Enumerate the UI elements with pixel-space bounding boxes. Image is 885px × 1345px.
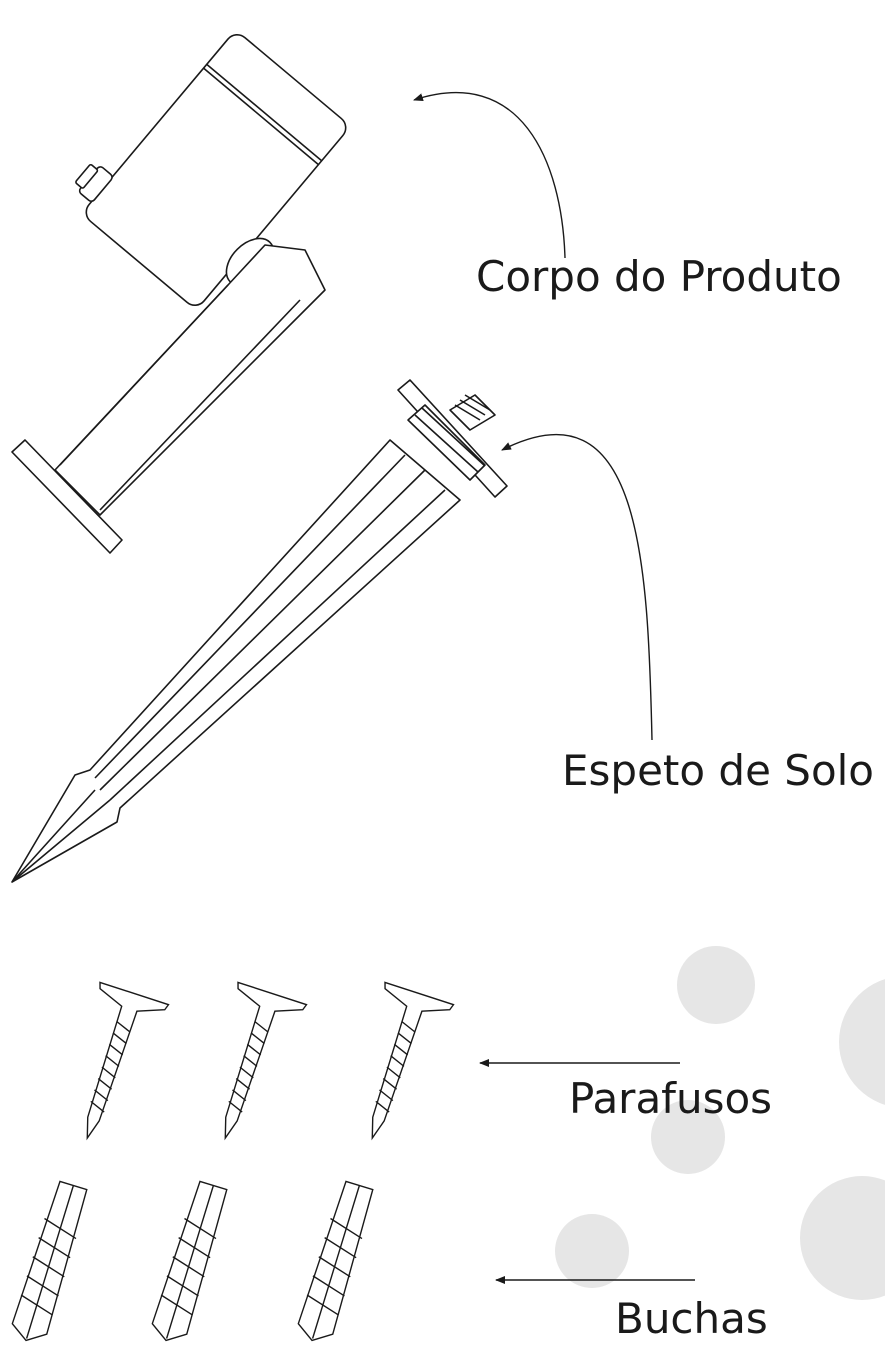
body-arrow <box>413 92 566 259</box>
screws-label: Parafusos <box>569 1074 773 1123</box>
decorative-circles <box>555 946 885 1300</box>
screws-illustration <box>86 981 455 1141</box>
spike-arrow <box>501 434 653 741</box>
product-body-illustration <box>11 33 347 554</box>
body-label: Corpo do Produto <box>476 252 842 301</box>
anchors-label: Buchas <box>615 1294 768 1343</box>
anchors-illustration <box>11 1180 374 1342</box>
ground-spike-illustration <box>11 379 508 883</box>
spike-label: Espeto de Solo <box>562 746 875 795</box>
